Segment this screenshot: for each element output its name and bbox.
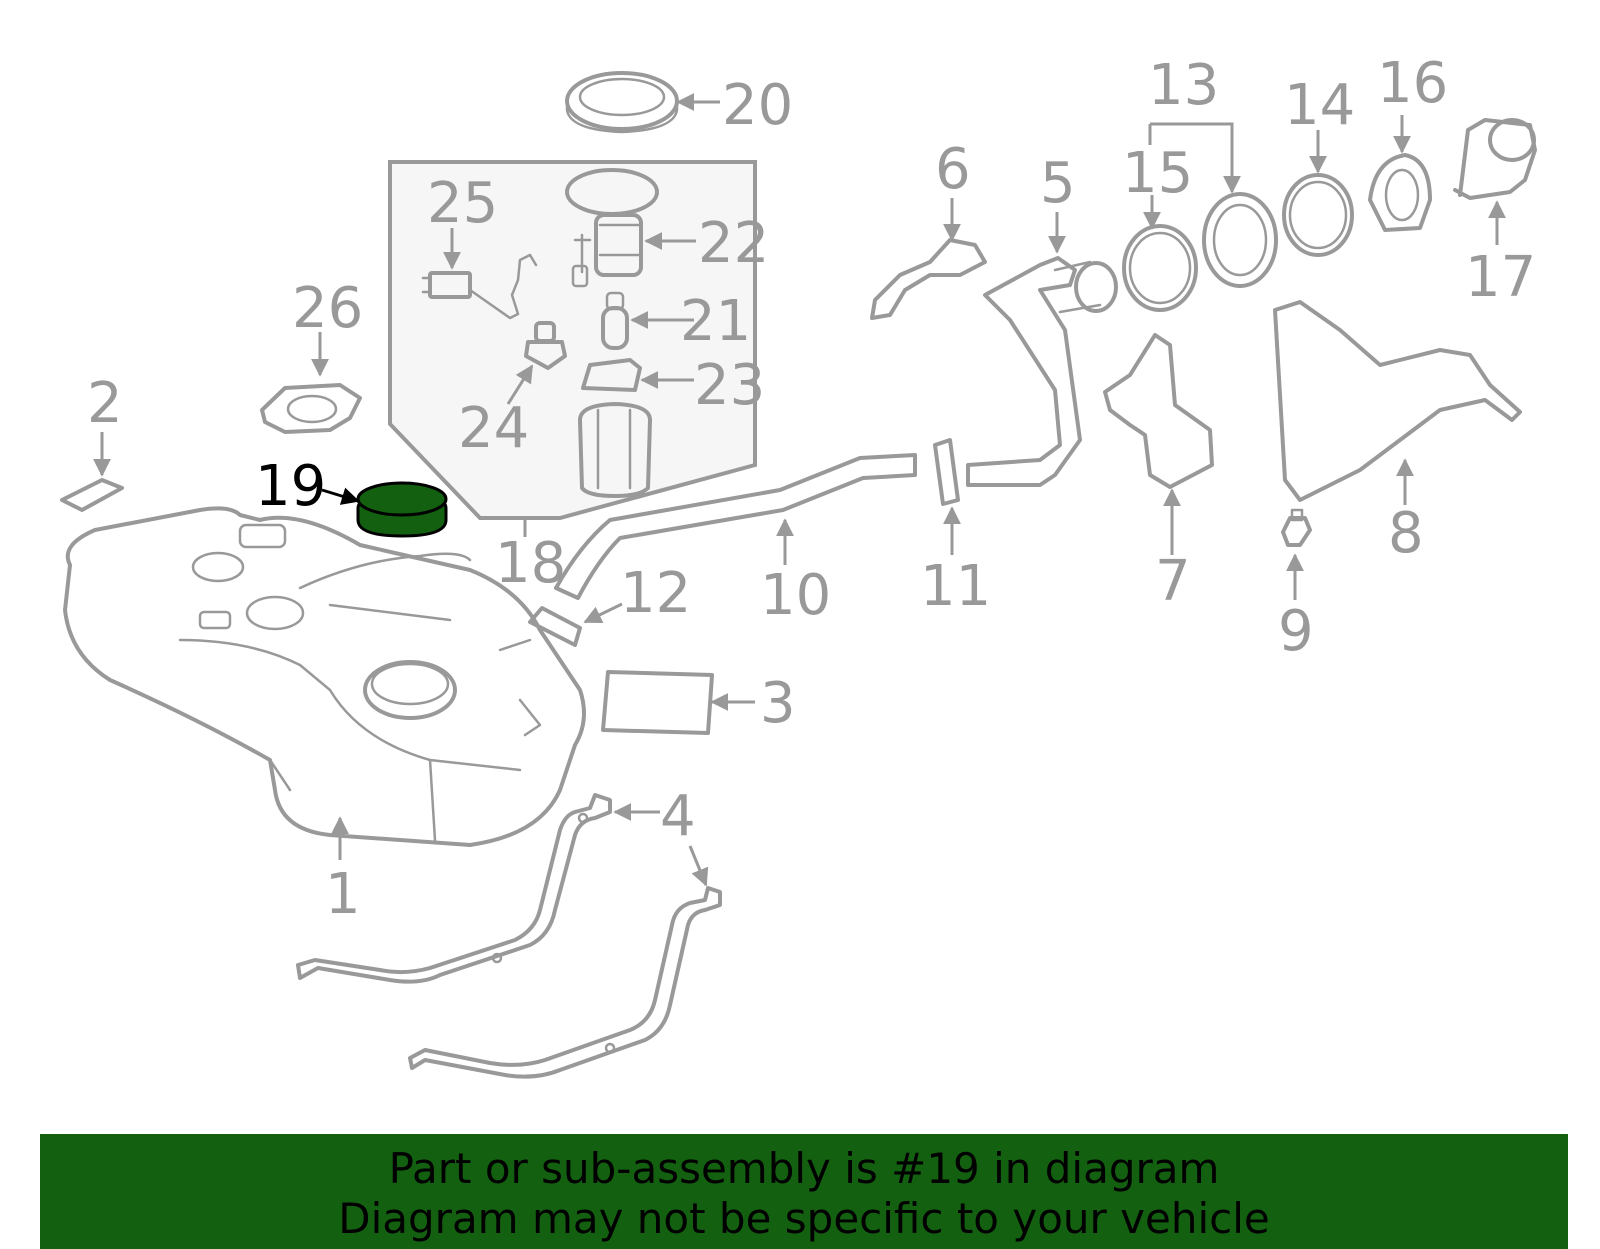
pump-cup <box>578 402 652 498</box>
callout-26: 26 <box>292 276 363 341</box>
banner-line-2: Diagram may not be specific to your vehi… <box>338 1194 1270 1243</box>
lock-ring-part-20 <box>565 71 679 134</box>
callout-19: 19 <box>255 454 326 519</box>
callout-13: 13 <box>1148 53 1219 118</box>
filler-pipe-part-5 <box>966 256 1118 487</box>
pad-part-2 <box>60 478 124 512</box>
callout-18: 18 <box>495 531 566 596</box>
callout-25: 25 <box>427 171 498 236</box>
gasket-part-19 <box>356 481 448 538</box>
callout-5: 5 <box>1040 151 1076 216</box>
bolt-part-9 <box>1281 508 1312 547</box>
fuel-cap-part-17 <box>1453 118 1537 200</box>
callout-2: 2 <box>87 371 123 436</box>
callout-17: 17 <box>1465 245 1536 310</box>
banner-line-1: Part or sub-assembly is #19 in diagram <box>388 1144 1220 1193</box>
callout-15: 15 <box>1122 141 1193 206</box>
callout-10: 10 <box>760 563 831 628</box>
callout-24: 24 <box>458 396 529 461</box>
fuel-line-part-10 <box>554 453 917 600</box>
callout-4: 4 <box>660 784 696 849</box>
leader-arrows <box>93 93 1506 887</box>
valve-part-24 <box>524 321 567 370</box>
bracket-part-23 <box>581 358 642 392</box>
bracket-part-6 <box>870 238 987 320</box>
sender-part-25 <box>421 253 538 320</box>
callout-14: 14 <box>1284 73 1355 138</box>
clip-part-11 <box>933 438 960 506</box>
sheet-part-3 <box>601 670 714 735</box>
callout-23: 23 <box>694 353 765 418</box>
callout-16: 16 <box>1377 51 1448 116</box>
filter-part-21 <box>601 291 629 350</box>
callout-22: 22 <box>698 211 769 276</box>
tank-straps-part-4 <box>296 793 722 1079</box>
bracket-part-7 <box>1103 333 1214 489</box>
callout-9: 9 <box>1278 599 1314 664</box>
shield-part-8 <box>1273 300 1522 502</box>
callout-21: 21 <box>680 289 751 354</box>
callout-6: 6 <box>935 137 971 202</box>
info-banner: Part or sub-assembly is #19 in diagram D… <box>40 1134 1568 1249</box>
callout-20: 20 <box>722 73 793 138</box>
callout-1: 1 <box>325 862 361 927</box>
callout-7: 7 <box>1155 549 1191 614</box>
callout-11: 11 <box>920 554 991 619</box>
plate-part-26 <box>260 383 362 434</box>
callout-8: 8 <box>1388 501 1424 566</box>
grommet-part-12 <box>528 606 582 647</box>
callout-12: 12 <box>620 561 691 626</box>
fuel-pump-part-22 <box>565 168 659 288</box>
callout-3: 3 <box>760 671 796 736</box>
fuel-tank-part-1 <box>63 506 586 847</box>
pump-module-box <box>388 160 757 520</box>
